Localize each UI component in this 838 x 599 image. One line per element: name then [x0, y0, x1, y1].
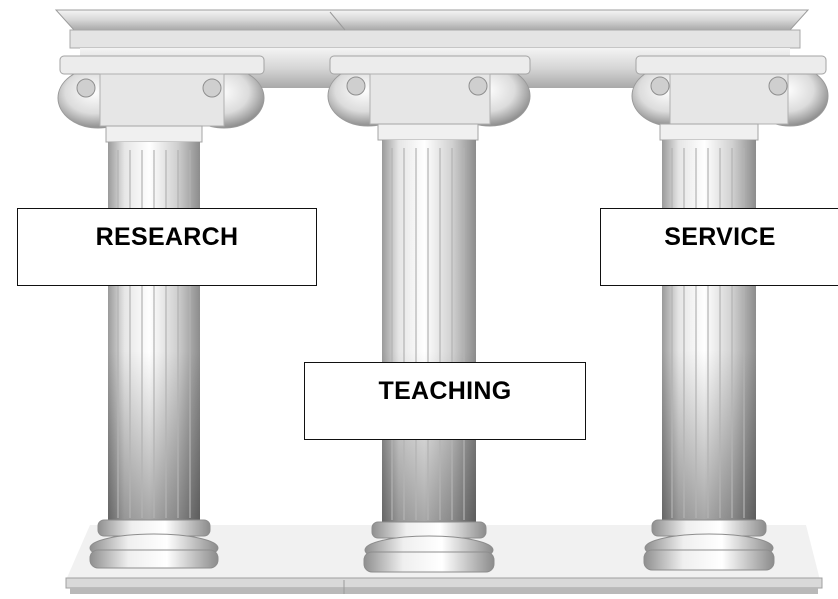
teaching-label-box: TEACHING: [304, 362, 586, 440]
research-label-box: RESEARCH: [17, 208, 317, 286]
pillar-center: [327, 55, 531, 573]
service-label: SERVICE: [664, 223, 776, 251]
service-label-box: SERVICE: [600, 208, 838, 286]
pillar-right: [631, 55, 829, 571]
pillar-left: [57, 55, 265, 569]
research-label: RESEARCH: [95, 223, 239, 251]
teaching-label: TEACHING: [378, 377, 512, 405]
